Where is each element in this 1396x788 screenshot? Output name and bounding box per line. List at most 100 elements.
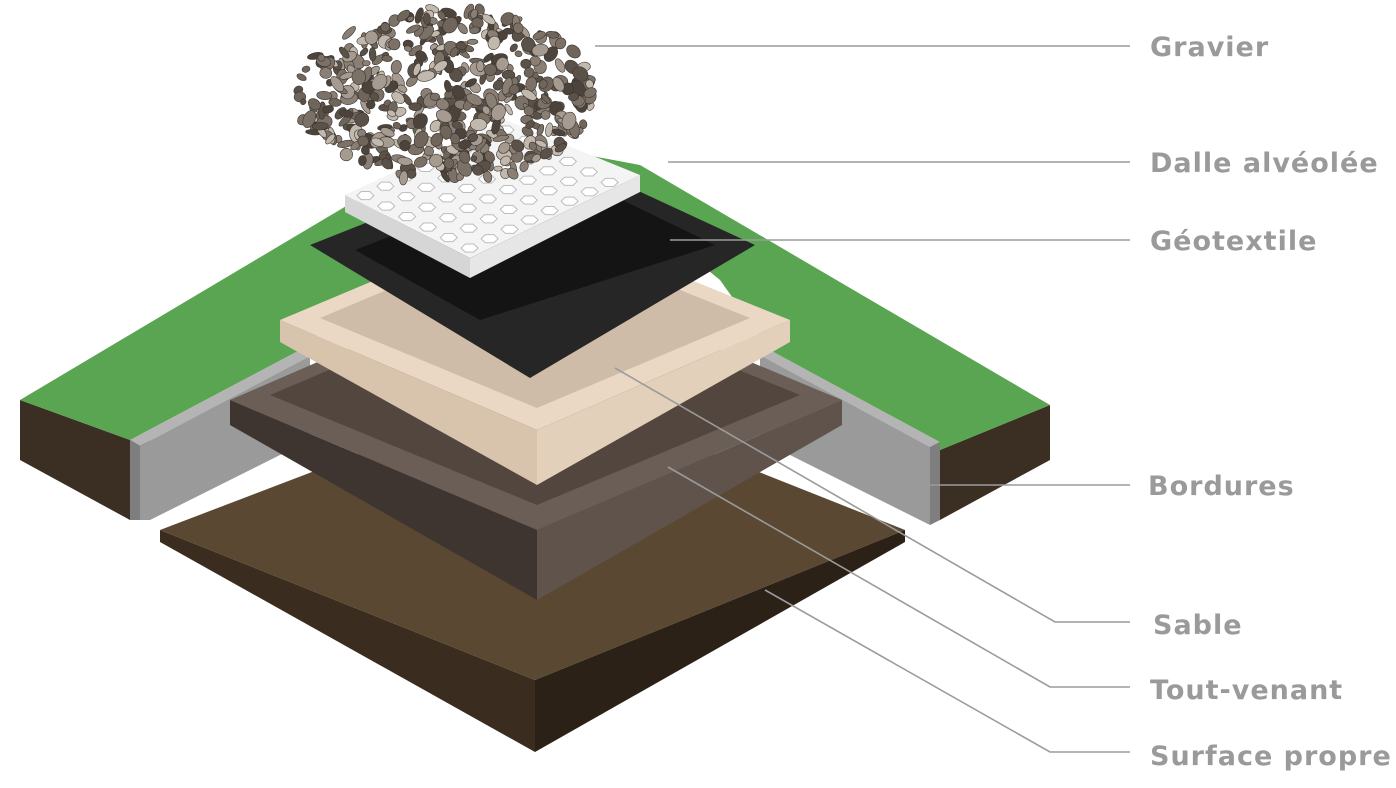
gravel-stone — [406, 169, 417, 179]
gravel-stone — [455, 41, 467, 50]
honeycomb-cell — [560, 196, 579, 206]
honeycomb-cell — [417, 182, 436, 192]
gravel-stone — [436, 98, 450, 111]
dalle-right-face — [470, 175, 640, 278]
honeycomb-cell — [377, 201, 396, 211]
gravel-stone — [528, 141, 537, 151]
gravel-stone — [408, 102, 423, 112]
honeycomb-cell — [539, 186, 559, 196]
honeycomb-cell — [480, 234, 499, 244]
gravel-stone — [498, 141, 511, 154]
gravel-stone — [380, 22, 391, 33]
gravel-stone — [358, 155, 367, 166]
gravel-stone — [511, 139, 525, 152]
gravel-stone — [509, 43, 518, 52]
gravel-stone — [328, 98, 342, 107]
gravel-stone — [472, 164, 484, 176]
label-geotextile: Géotextile — [1150, 226, 1317, 257]
gravel-stone — [440, 171, 450, 183]
gravel-stone — [412, 62, 421, 76]
honeycomb-cell — [376, 181, 395, 191]
label-bordures: Bordures — [1148, 471, 1295, 502]
honeycomb-cell — [478, 194, 498, 204]
gravel-stone — [392, 121, 402, 130]
honeycomb-cell — [579, 167, 599, 177]
honeycomb-cell — [558, 156, 578, 166]
gravel-stone — [531, 43, 549, 57]
labels: Gravier Dalle alvéolée Géotextile Bordur… — [1148, 32, 1392, 772]
gravel-stone — [381, 157, 393, 170]
gravel-stone — [301, 65, 311, 73]
gravel-stone — [386, 109, 397, 117]
tout-venant-right-face — [537, 400, 842, 600]
gravel-stone — [492, 79, 505, 91]
gravel-stone — [545, 31, 559, 39]
honeycomb-cell — [457, 183, 477, 193]
gravel-stone — [493, 165, 503, 172]
gravel-stone — [458, 150, 471, 164]
gravel-stone — [388, 14, 401, 27]
gravel-stone — [415, 50, 427, 62]
gravel-stone — [368, 47, 377, 62]
label-sable: Sable — [1153, 610, 1243, 641]
gravel-stone — [339, 148, 353, 162]
gravel-stone — [437, 10, 446, 20]
honeycomb-cell — [540, 206, 559, 216]
gravel-stone — [397, 9, 411, 22]
gravel-stone — [519, 161, 529, 173]
gravel-stone — [495, 57, 509, 71]
gravel-stone — [476, 60, 485, 73]
gravel-stone — [481, 105, 491, 115]
gravel-stone — [583, 87, 597, 98]
honeycomb-cell — [439, 233, 459, 243]
border-left-edge — [130, 440, 140, 520]
gravel-stone — [380, 127, 395, 138]
gravel-stone — [465, 93, 483, 106]
gravel-stone — [506, 167, 519, 180]
gravel-stone — [399, 140, 411, 152]
gravel-stone — [554, 143, 567, 153]
gravel-stone — [521, 37, 536, 52]
gravel-stone — [451, 121, 463, 130]
honeycomb-cell — [538, 166, 558, 176]
honeycomb-cell — [418, 222, 438, 232]
gravel-stone — [554, 58, 566, 73]
leader-lines — [595, 45, 1130, 753]
gravel-stone — [523, 67, 535, 78]
gravel-stone — [351, 69, 367, 85]
gravel-stone — [566, 44, 581, 59]
leader-surface — [764, 589, 1130, 753]
gravel-stone — [406, 24, 421, 34]
gravel-stone — [414, 156, 428, 168]
gravel-stone — [330, 76, 345, 92]
gravel-stone — [451, 85, 465, 100]
gravel-stone — [535, 139, 548, 148]
honeycomb-cell — [500, 224, 519, 234]
honeycomb-cell — [559, 176, 579, 186]
gravel-stone — [407, 15, 415, 22]
gravel-stone — [561, 111, 577, 130]
gravel-stone — [551, 128, 566, 137]
label-tout-venant: Tout-venant — [1150, 675, 1343, 706]
gravel-stone — [316, 90, 333, 101]
gravel-stone — [456, 159, 472, 177]
gravel-stone — [397, 156, 413, 166]
gravel-stone — [391, 91, 405, 104]
label-surface-propre: Surface propre — [1150, 741, 1392, 772]
gravel-stone — [470, 8, 478, 19]
dalle-left-face — [345, 195, 470, 278]
gravel-stone — [554, 37, 567, 50]
gravel-stone — [458, 139, 472, 150]
gravel-stone — [540, 110, 551, 120]
gravel-stone — [484, 63, 497, 76]
gravel-stone — [572, 66, 589, 82]
honeycomb-cell — [459, 223, 479, 233]
gravel-stone — [296, 73, 307, 81]
gravel-stone — [470, 155, 478, 162]
gravel-stone — [484, 151, 495, 163]
honeycomb-cell — [520, 215, 539, 225]
gravel-stone — [423, 146, 434, 157]
gravel-stone — [500, 155, 511, 166]
gravel-stone — [540, 93, 551, 104]
honeycomb-cell — [518, 175, 538, 185]
